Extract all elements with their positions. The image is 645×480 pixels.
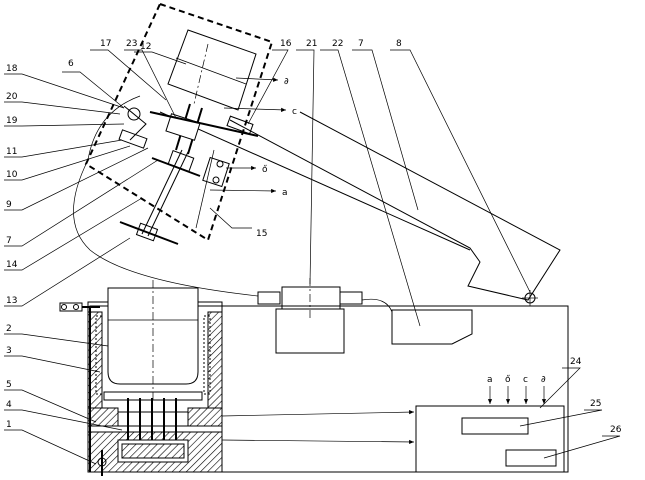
label-13: 13 [6,296,17,306]
label-15: 15 [256,229,267,239]
input-c: c [523,375,528,385]
label-6: 6 [68,59,74,69]
display-26 [506,450,556,466]
input-a: a [487,375,493,385]
signal-labels: ∂ c ő a a ő c ∂ [262,77,546,385]
unit-21 [258,278,362,353]
label-23: 23 [126,39,137,49]
label-11: 11 [6,147,17,157]
label-8: 8 [396,39,402,49]
label-19: 19 [6,116,18,126]
label-7a: 7 [6,236,12,246]
label-9: 9 [6,200,12,210]
label-24: 24 [570,357,582,367]
input-d: ∂ [541,375,546,385]
signal-c: c [292,107,297,117]
label-25: 25 [590,399,601,409]
label-2: 2 [6,324,12,334]
label-20: 20 [6,92,18,102]
lever-arm [73,96,560,306]
label-17: 17 [100,39,111,49]
label-12: 12 [140,42,151,52]
label-7b: 7 [358,39,364,49]
label-18: 18 [6,64,18,74]
furnace-assembly [60,280,222,476]
signal-d: ∂ [284,77,289,87]
label-5: 5 [6,380,12,390]
label-16: 16 [280,39,292,49]
label-26: 26 [610,425,622,435]
display-25 [462,418,528,434]
label-4: 4 [6,400,12,410]
label-10: 10 [6,170,18,180]
label-22: 22 [332,39,343,49]
label-14: 14 [6,260,18,270]
signal-b: ő [262,165,268,175]
input-b: ő [505,375,511,385]
label-3: 3 [6,346,12,356]
signal-a: a [282,188,288,198]
controller-24 [222,386,564,472]
label-21: 21 [306,39,317,49]
label-1: 1 [6,420,12,430]
